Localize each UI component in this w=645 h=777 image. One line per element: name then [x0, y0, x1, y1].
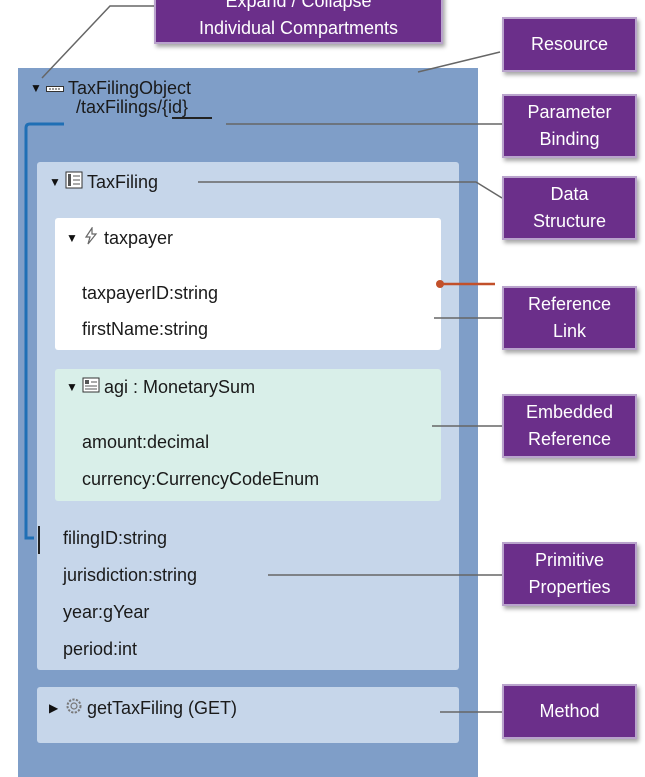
- callout-parameter-binding: Parameter Binding: [502, 94, 637, 158]
- agi-header[interactable]: ▼ agi : MonetarySum: [66, 377, 255, 397]
- taxfiling-header[interactable]: ▼ TaxFiling: [49, 171, 158, 193]
- primitive-property: filingID:string: [63, 528, 168, 548]
- callout-data-line2: Structure: [532, 211, 607, 231]
- method-compartment: [37, 687, 459, 743]
- callout-resource-label: Resource: [530, 34, 609, 54]
- callout-embedded-reference: Embedded Reference: [502, 394, 637, 458]
- callout-embedded-line1: Embedded: [525, 402, 614, 422]
- callout-reference-line1: Reference: [527, 294, 612, 314]
- gear-icon: [65, 697, 83, 719]
- taxpayer-property: firstName:string: [82, 319, 209, 339]
- callout-method-label: Method: [539, 701, 600, 721]
- agi-property: currency:CurrencyCodeEnum: [82, 469, 320, 489]
- resource-icon: [46, 78, 64, 98]
- callout-resource: Resource: [502, 17, 637, 72]
- callout-data-structure: Data Structure: [502, 176, 637, 240]
- collapse-triangle-icon[interactable]: ▼: [30, 81, 42, 95]
- collapse-triangle-icon[interactable]: ▼: [66, 380, 78, 394]
- callout-method: Method: [502, 684, 637, 739]
- method-name: getTaxFiling (GET): [87, 698, 238, 718]
- expand-triangle-icon[interactable]: ▶: [49, 701, 59, 715]
- taxpayer-property: taxpayerID:string: [82, 283, 219, 303]
- callout-expand-collapse: Expand / Collapse Individual Compartment…: [154, 0, 443, 44]
- callout-parameter-line2: Binding: [539, 129, 600, 149]
- callout-parameter-line1: Parameter: [527, 102, 612, 122]
- callout-primitive-properties: Primitive Properties: [502, 542, 637, 606]
- agi-name: agi : MonetarySum: [104, 377, 256, 397]
- resource-header[interactable]: ▼ TaxFilingObject: [30, 78, 191, 98]
- method-header[interactable]: ▶ getTaxFiling (GET): [49, 697, 237, 719]
- taxpayer-compartment: [55, 218, 441, 350]
- callout-primitive-line2: Properties: [528, 577, 611, 597]
- taxpayer-name: taxpayer: [104, 228, 174, 248]
- taxfiling-name: TaxFiling: [87, 172, 159, 192]
- resource-path-param: {id}: [162, 97, 189, 117]
- collapse-triangle-icon[interactable]: ▼: [66, 231, 78, 245]
- callout-reference-line2: Link: [552, 321, 587, 341]
- primitive-property: period:int: [63, 639, 138, 659]
- primitive-property: jurisdiction:string: [63, 565, 198, 585]
- collapse-triangle-icon[interactable]: ▼: [49, 175, 61, 189]
- embedded-reference-icon: [82, 377, 100, 397]
- callout-expand-line1: Expand / Collapse: [225, 0, 372, 11]
- taxpayer-header[interactable]: ▼ taxpayer: [66, 226, 174, 249]
- agi-compartment: [55, 369, 441, 501]
- resource-path-prefix: /taxFilings/: [76, 97, 163, 117]
- resource-name: TaxFilingObject: [68, 78, 192, 98]
- resource-path: /taxFilings/{id}: [76, 97, 188, 117]
- reference-link-icon: [82, 226, 100, 249]
- callout-primitive-line1: Primitive: [534, 550, 604, 570]
- callout-expand-line2: Individual Compartments: [198, 18, 399, 38]
- callout-reference-link: Reference Link: [502, 286, 637, 350]
- callout-embedded-line2: Reference: [527, 429, 612, 449]
- callout-data-line1: Data: [550, 184, 589, 204]
- agi-property: amount:decimal: [82, 432, 210, 452]
- primitive-property: year:gYear: [63, 602, 150, 622]
- data-structure-icon: [65, 171, 83, 193]
